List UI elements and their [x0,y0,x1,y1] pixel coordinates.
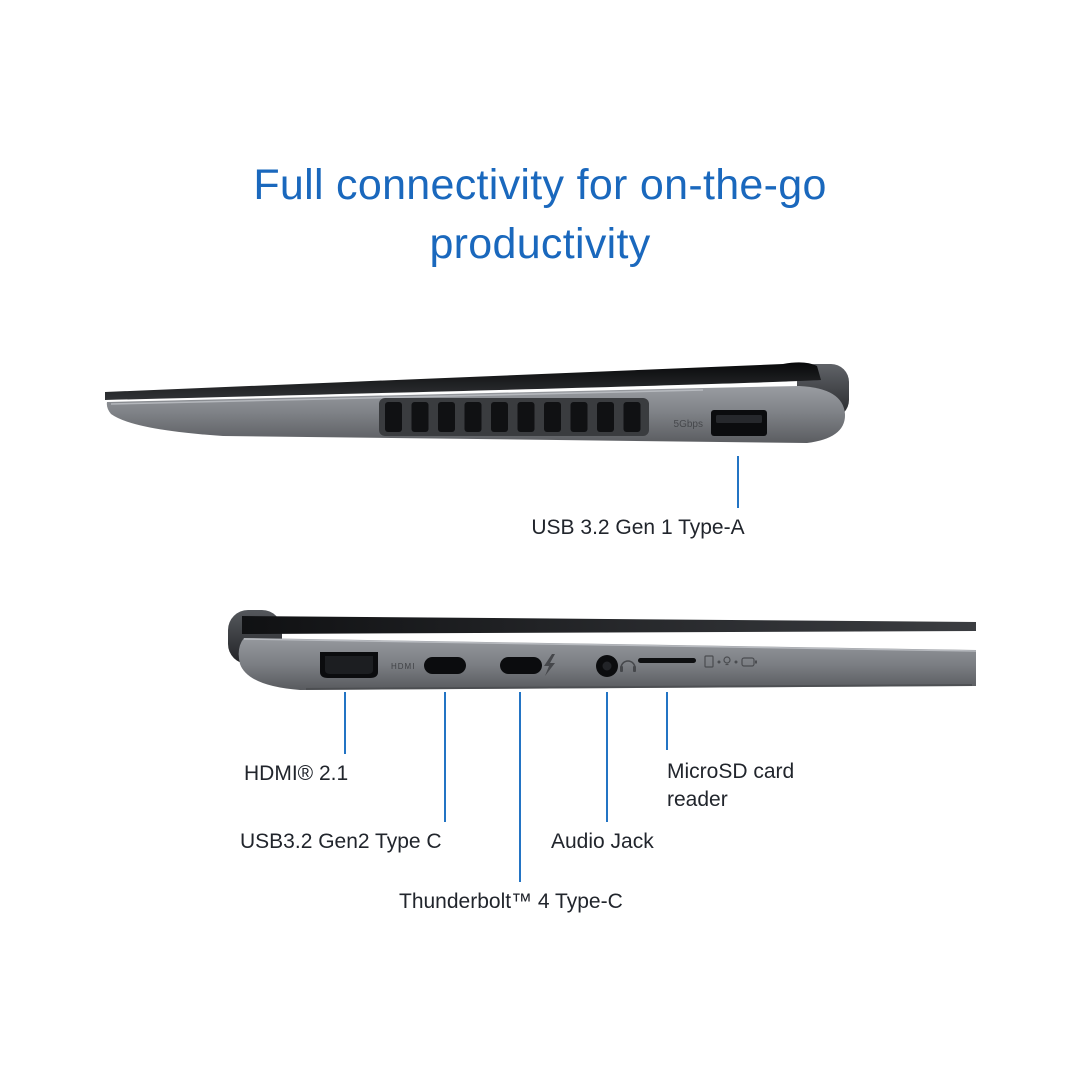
hdmi-port [320,652,378,678]
status-indicator-icons [704,655,757,668]
vent-grille [385,402,641,432]
callout-label-audio: Audio Jack [551,830,654,853]
hdmi-marking: HDMI [391,662,415,671]
audio-jack-port [596,655,618,677]
callout-label-usb-a: USB 3.2 Gen 1 Type-A [531,516,745,539]
laptop-right-side-view: 5Gbps [105,362,849,443]
lid-edge [242,616,976,634]
thunderbolt-icon [544,654,555,676]
usb-speed-marking: 5Gbps [674,419,703,430]
callout-label-usb-c: USB3.2 Gen2 Type C [240,830,442,853]
usb-a-port [711,410,767,436]
headset-icon [620,660,636,672]
usb-c-port [424,657,466,674]
thunderbolt-port [500,657,542,674]
callout-line-hdmi [344,692,346,754]
bevel-highlight [243,638,977,652]
callout-line-thunderbolt [519,692,521,882]
callout-label-hdmi: HDMI® 2.1 [244,762,349,785]
bulb-icon [723,656,731,664]
sd-card-icon [704,655,714,668]
callout-line-microsd [666,692,668,750]
bevel-highlight [110,389,704,405]
callout-line-usb-c [444,692,446,822]
bottom-edge [305,684,973,690]
callout-label-thunderbolt: Thunderbolt™ 4 Type-C [399,890,623,913]
page-title-line1: Full connectivity for on-the-go [253,161,827,209]
page-title-line2: productivity [429,220,651,268]
callout-label-microsd: MicroSD card reader [667,760,795,811]
page-title: Full connectivity for on-the-go producti… [0,156,1080,274]
laptop-left-side-view: HDMI [228,610,977,690]
callout-line-usb-a [737,456,739,508]
battery-icon [741,657,757,667]
microsd-slot [638,658,696,663]
lid-edge [105,362,821,400]
callout-line-audio [606,692,608,822]
